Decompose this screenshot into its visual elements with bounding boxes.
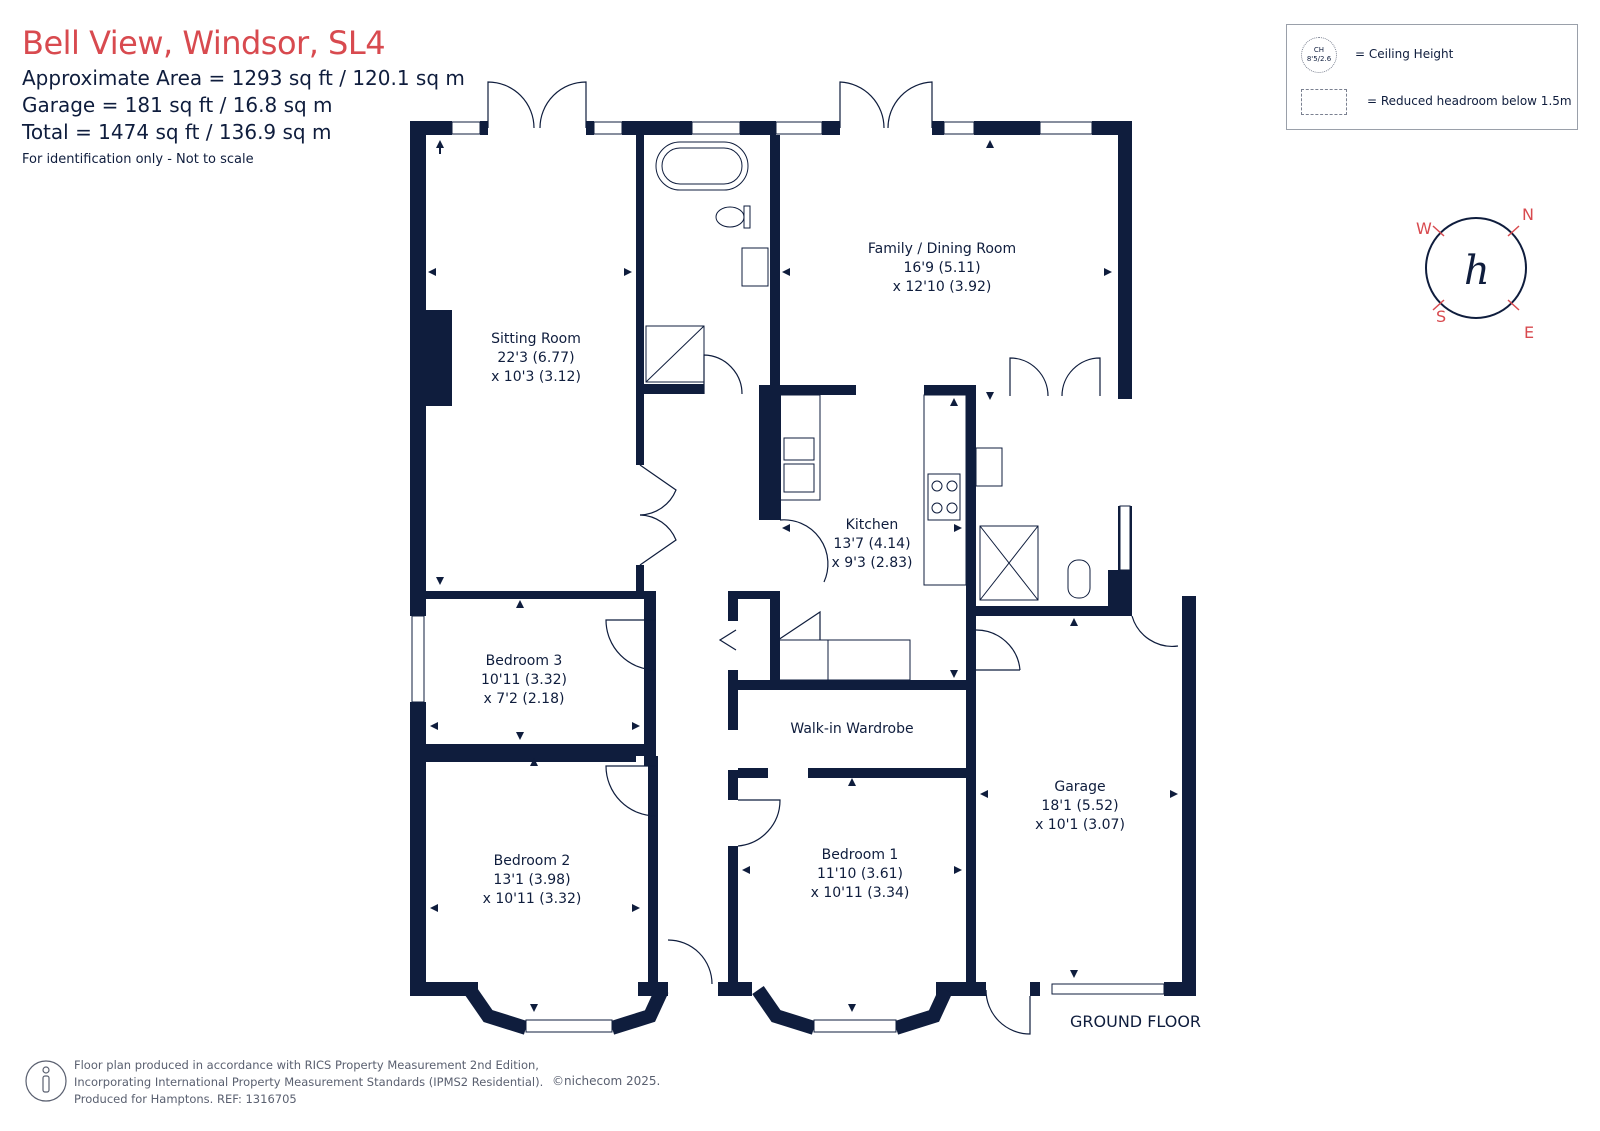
ceiling-height-icon: CH 8'5/2.6 [1301,37,1337,73]
room-garage: Garage 18'1 (5.52) x 10'1 (3.07) [1035,779,1125,833]
identification-note: For identification only - Not to scale [22,152,254,167]
bay-walls [464,986,953,1035]
copyright: ©nichecom 2025. [552,1074,661,1088]
floor-label: GROUND FLOOR [1070,1012,1202,1031]
dimension-arrows [428,140,1178,1012]
room-bedroom-3: Bedroom 3 10'11 (3.32) x 7'2 (2.18) [480,653,568,707]
compass: N E S W h [1416,205,1534,342]
total-area: Total = 1474 sq ft / 136.9 sq m [22,120,332,144]
room-walk-in-wardrobe: Walk-in Wardrobe [790,721,914,737]
ceiling-height-label: = Ceiling Height [1355,47,1454,61]
footer-line-3: Produced for Hamptons. REF: 1316705 [74,1092,297,1106]
info-icon [25,1060,67,1102]
compass-logo: h [1464,248,1490,294]
reduced-headroom-icon [1301,89,1347,115]
footer-line-1: Floor plan produced in accordance with R… [74,1058,539,1072]
windows [411,121,1165,1033]
compass-e: E [1524,323,1534,342]
compass-s: S [1436,307,1446,326]
compass-n: N [1522,205,1534,224]
reduced-headroom-label: = Reduced headroom below 1.5m [1367,94,1572,108]
room-bedroom-2: Bedroom 2 13'1 (3.98) x 10'11 (3.32) [482,853,582,907]
room-sitting-room: Sitting Room 22'3 (6.77) x 10'3 (3.12) [491,331,581,385]
fixtures [645,141,1091,681]
legend-box: CH 8'5/2.6 = Ceiling Height = Reduced he… [1286,24,1578,130]
room-bedroom-1: Bedroom 1 11'10 (3.61) x 10'11 (3.34) [810,847,910,901]
room-kitchen: Kitchen 13'7 (4.14) x 9'3 (2.83) [831,517,913,571]
walls [410,121,1196,996]
compass-w: W [1416,219,1432,238]
footer-text: Floor plan produced in accordance with R… [74,1057,543,1108]
room-family-dining: Family / Dining Room 16'9 (5.11) x 12'10… [867,241,1017,295]
door-swings [487,81,1179,1035]
approximate-area: Approximate Area = 1293 sq ft / 120.1 sq… [22,66,465,90]
footer-line-2: Incorporating International Property Mea… [74,1075,544,1089]
garage-area: Garage = 181 sq ft / 16.8 sq m [22,93,333,117]
page-title: Bell View, Windsor, SL4 [22,24,386,62]
